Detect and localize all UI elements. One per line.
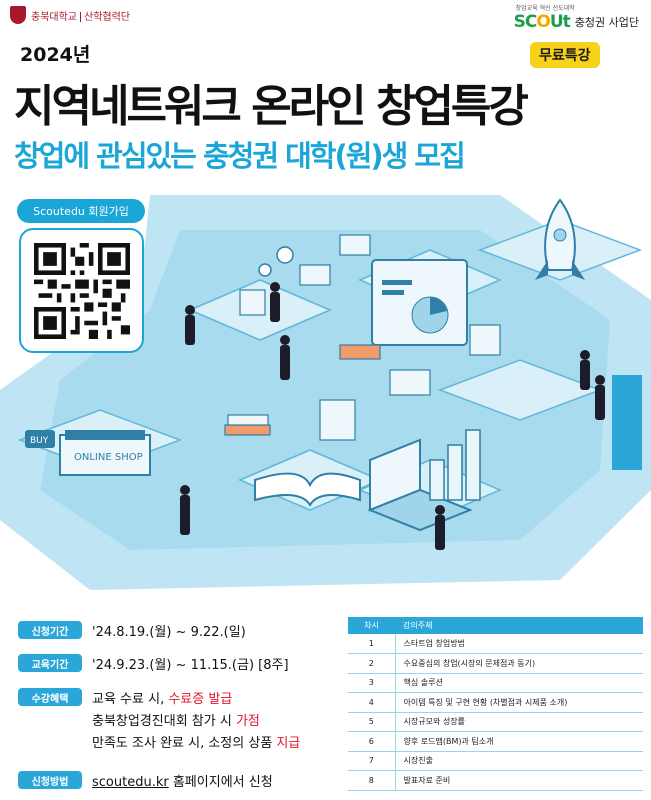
floating-cards xyxy=(239,234,501,441)
people-figures xyxy=(180,282,605,550)
session-topic: 시장진출 xyxy=(395,751,643,771)
scoutedu-link[interactable]: scoutedu.kr xyxy=(92,775,169,790)
rocket-icon xyxy=(535,198,585,280)
col-header-topic: 강의주제 xyxy=(395,617,643,634)
university-shield-icon xyxy=(10,6,26,24)
buy-sign-icon: BUY xyxy=(25,430,55,448)
method-value: scoutedu.kr 홈페이지에서 신청 xyxy=(92,775,273,790)
session-topic: 향후 로드맵(BM)과 팀소개 xyxy=(395,731,643,752)
signup-qr-code[interactable] xyxy=(19,228,144,353)
scout-tagline: 창업교육 혁신 선도대학 xyxy=(515,5,575,12)
benefits-label: 수강혜택 xyxy=(18,688,82,706)
session-topic: 핵심 솔루션 xyxy=(395,673,643,693)
side-banner xyxy=(612,375,642,470)
free-lecture-badge: 무료특강 xyxy=(530,42,600,68)
session-number: 3 xyxy=(348,673,396,693)
col-header-session: 차시 xyxy=(348,617,395,634)
apply-period-value: '24.8.19.(월) ~ 9.22.(일) xyxy=(92,625,246,640)
session-topic: 아이템 특징 및 구현 현황 (차별점과 시제품 소개) xyxy=(395,692,643,713)
session-number: 2 xyxy=(348,653,396,674)
session-number: 4 xyxy=(348,692,396,713)
table-header-row: 차시 강의주제 xyxy=(348,617,643,634)
apply-period-label: 신청기간 xyxy=(18,621,82,639)
edu-period-label: 교육기간 xyxy=(18,654,82,672)
benefit-contest-bonus: 충북창업경진대회 참가 시 가점 xyxy=(92,714,260,729)
scout-wordmark: SCOUt xyxy=(513,12,571,32)
session-topic: 스타트업 창업방법 xyxy=(395,634,643,654)
page-subtitle: 창업에 관심있는 충청권 대학(원)생 모집 xyxy=(14,139,466,173)
session-topic: 발표자료 준비 xyxy=(395,770,643,791)
session-number: 5 xyxy=(348,712,396,732)
page-title: 지역네트워크 온라인 창업특강 xyxy=(14,81,529,132)
online-shop-sign: ONLINE SHOP xyxy=(74,452,143,463)
isometric-startup-illustration: ONLINE SHOP BUY xyxy=(0,195,651,590)
session-number: 8 xyxy=(348,770,396,791)
university-dept: 산학협력단 xyxy=(84,11,130,23)
coin-stack-icon xyxy=(429,429,481,501)
scout-region: 충청권 사업단 xyxy=(574,16,639,29)
buy-sign: BUY xyxy=(30,436,49,446)
benefit-certificate: 교육 수료 시, 수료증 발급 xyxy=(92,692,233,707)
session-number: 1 xyxy=(348,634,396,654)
session-number: 6 xyxy=(348,731,396,752)
edu-period-value: '24.9.23.(월) ~ 11.15.(금) [8주] xyxy=(92,658,289,673)
session-number: 7 xyxy=(348,751,396,771)
university-logo: 충북대학교 산학협력단 xyxy=(10,6,130,24)
method-label: 신청방법 xyxy=(18,771,82,789)
qr-code-icon xyxy=(33,242,130,339)
open-book-icon xyxy=(254,472,361,507)
university-name: 충북대학교 xyxy=(31,11,77,23)
session-topic: 수요중심의 창업(시장의 문제점과 동기) xyxy=(395,653,643,674)
scout-logo: 창업교육 혁신 선도대학 SCOUt 충청권 사업단 xyxy=(514,3,639,32)
benefit-survey-gift: 만족도 조사 완료 시, 소정의 상품 지급 xyxy=(92,736,301,751)
year-label: 2024년 xyxy=(20,44,91,66)
monitor-chart-icon xyxy=(371,259,468,346)
books-stack-icon xyxy=(224,344,381,436)
session-topic: 시장규모와 성장률 xyxy=(395,712,643,732)
online-shop-icon: ONLINE SHOP xyxy=(59,430,151,476)
qr-signup-label: Scoutedu 회원가입 xyxy=(17,199,145,223)
